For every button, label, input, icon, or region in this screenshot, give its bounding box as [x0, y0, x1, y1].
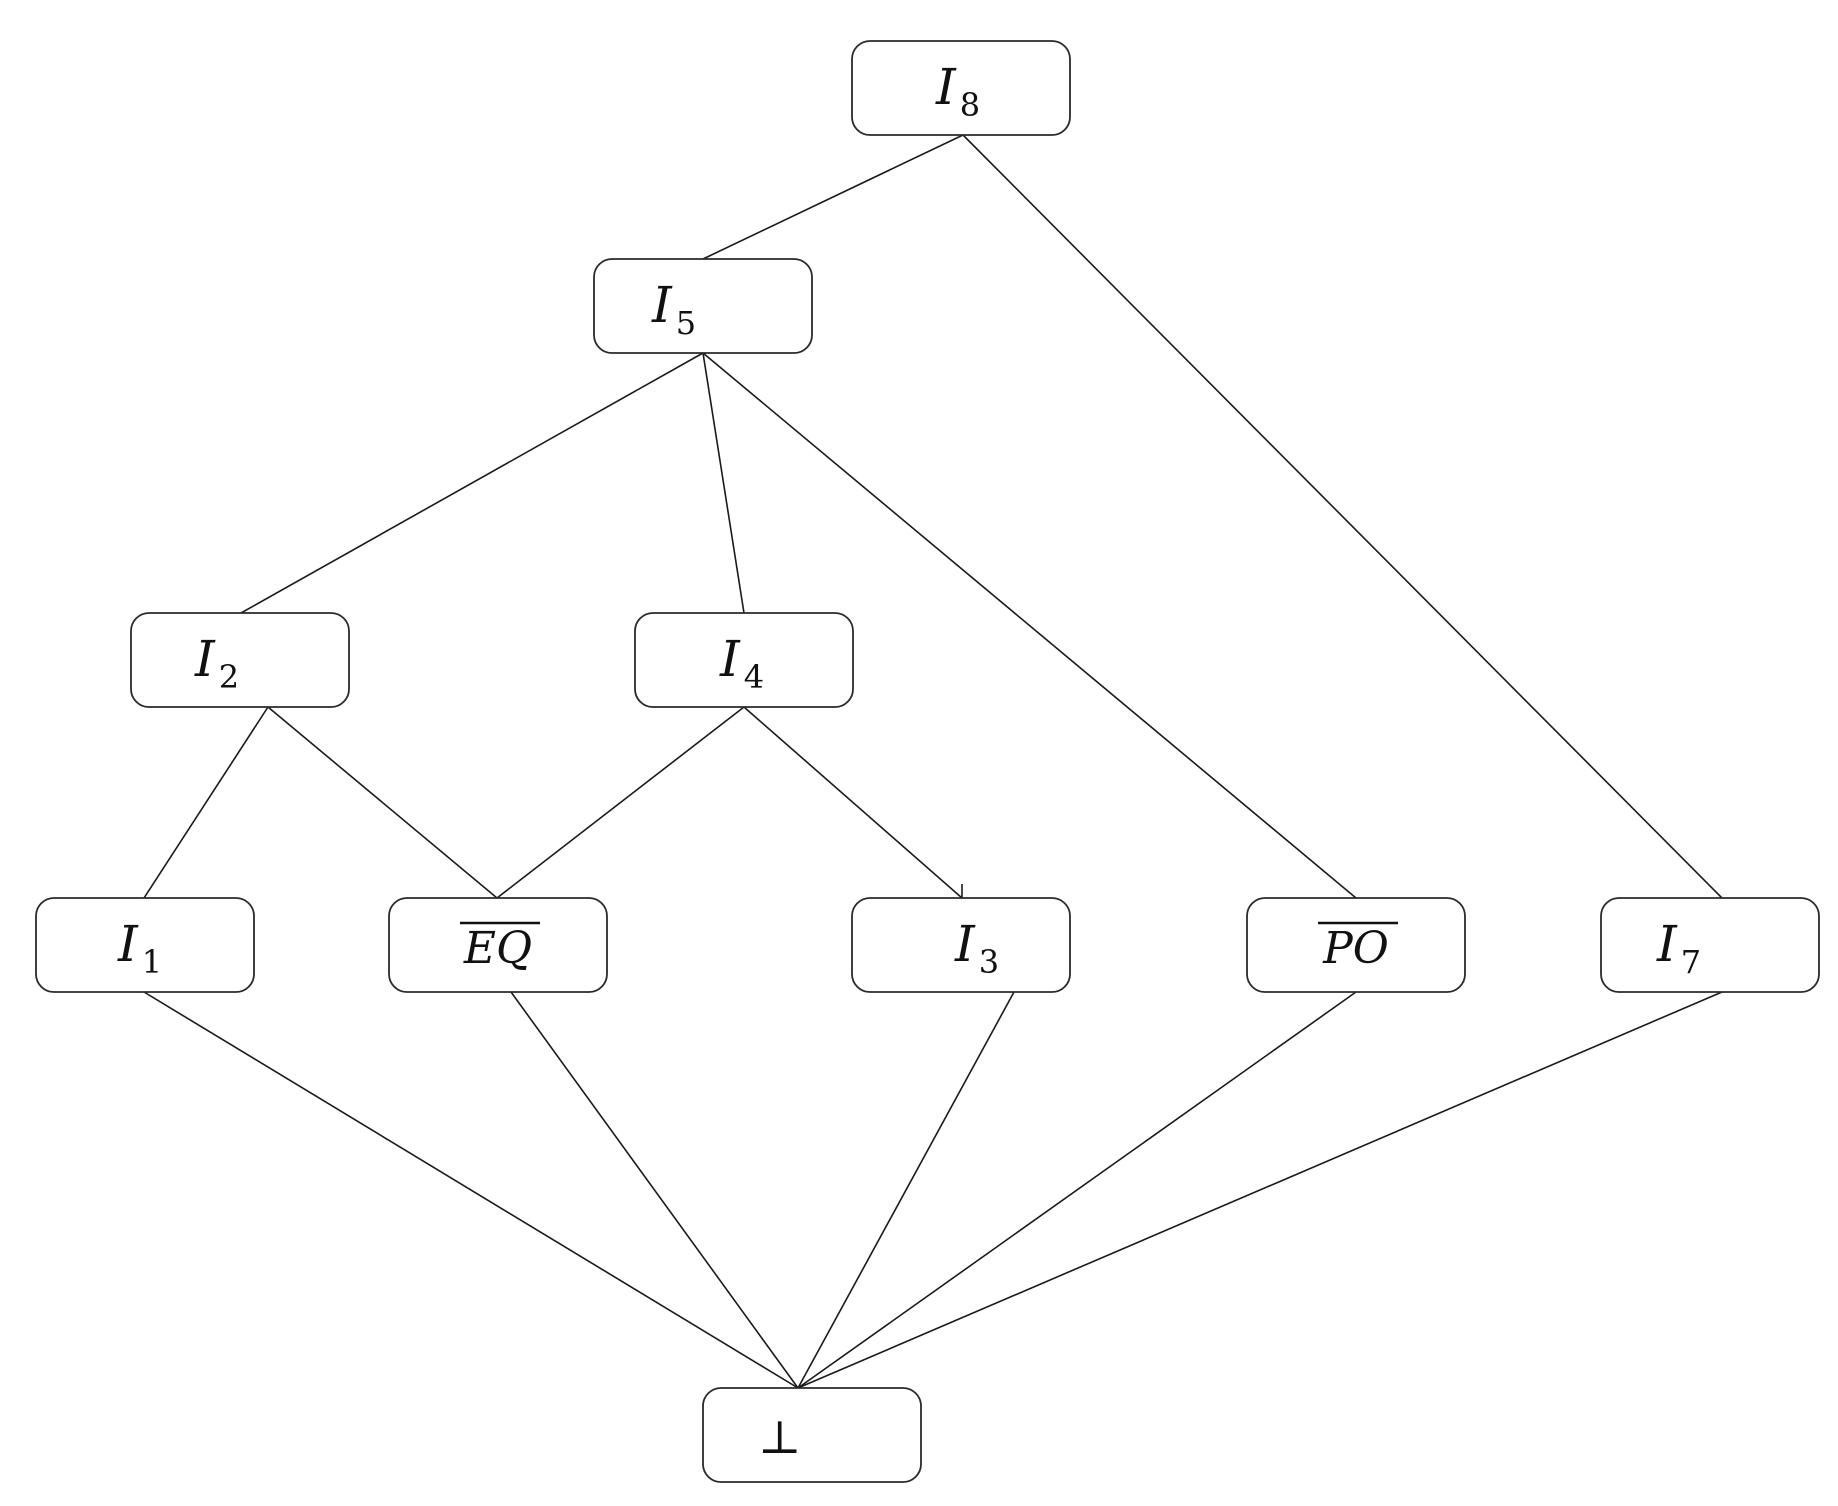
- edge-i1-bot: [143, 991, 799, 1389]
- node-label-subscript: 5: [676, 304, 696, 342]
- edge-i3-bot: [797, 991, 1015, 1389]
- node-box: [130, 612, 350, 708]
- edge-i4-i3: [743, 706, 963, 899]
- node-eq: EQ: [388, 897, 608, 993]
- node-label: EQ: [463, 923, 532, 974]
- edge-i8-i5: [702, 134, 964, 260]
- node-box: [634, 612, 854, 708]
- node-label-subscript: 2: [219, 658, 239, 696]
- node-label-base: I: [719, 630, 741, 688]
- node-label-base: I: [935, 58, 957, 116]
- node-bot: ⊥: [702, 1387, 922, 1483]
- node-label-subscript: 1: [142, 943, 162, 981]
- node-label-base: I: [1656, 915, 1678, 973]
- edge-i5-po: [702, 352, 1357, 899]
- edge-eq-bot: [510, 991, 799, 1389]
- edge-i2-eq: [267, 706, 498, 899]
- node-box: [593, 258, 813, 354]
- node-label-subscript: 8: [960, 86, 980, 124]
- node-box: [388, 897, 608, 993]
- node-box: [702, 1387, 922, 1483]
- edge-i5-i4: [702, 352, 745, 614]
- node-label-subscript: 7: [1681, 943, 1701, 981]
- edge-i2-i1: [143, 706, 269, 899]
- node-label: ⊥: [758, 1410, 801, 1464]
- node-label-base: I: [651, 276, 673, 334]
- node-box: [1246, 897, 1466, 993]
- node-label-subscript: 3: [979, 943, 999, 981]
- node-box: [851, 897, 1071, 993]
- node-label-base: I: [194, 630, 216, 688]
- edge-i8-i7: [962, 134, 1723, 899]
- node-label-base: I: [954, 915, 976, 973]
- node-label: PO: [1322, 923, 1389, 974]
- node-po: PO: [1246, 897, 1466, 993]
- edge-layer: [143, 134, 1723, 1389]
- edge-i4-eq: [496, 706, 745, 899]
- node-label-base: I: [117, 915, 139, 973]
- edge-i5-i2: [240, 352, 704, 614]
- node-box: [35, 897, 255, 993]
- edge-i7-bot: [797, 991, 1723, 1389]
- node-box: [1600, 897, 1820, 993]
- node-label-subscript: 4: [744, 658, 764, 696]
- edge-po-bot: [797, 991, 1357, 1389]
- node-box: [851, 40, 1071, 136]
